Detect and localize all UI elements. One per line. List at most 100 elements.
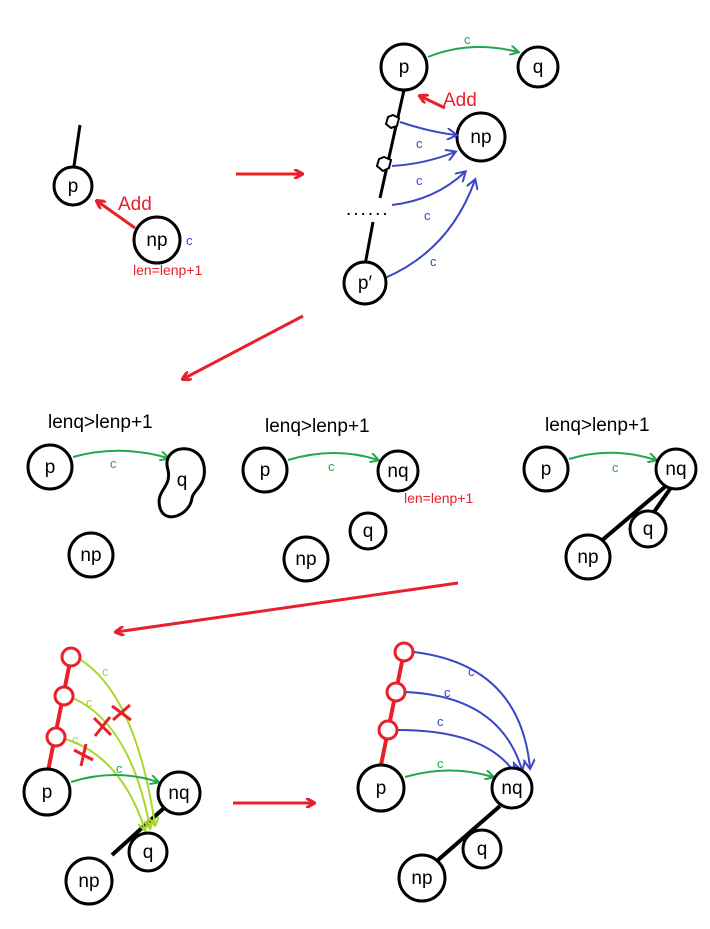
suffix-link-edge <box>652 487 672 514</box>
node-nq <box>654 447 698 491</box>
add-arrow <box>420 96 446 110</box>
panel-redirect-after: c c c p c nq q np <box>356 641 534 903</box>
node-np-label: np <box>577 547 598 568</box>
node-np-label: np <box>80 545 101 566</box>
suffix-link-edge <box>72 124 82 167</box>
transition-edge-c <box>287 452 378 460</box>
edge-label-c: c <box>116 761 123 776</box>
edge-label-c: c <box>110 456 117 471</box>
edge-label-c: c <box>468 664 475 679</box>
edge-label-c: c <box>444 685 451 700</box>
node-q-split <box>157 447 206 519</box>
node-np-label: np <box>146 230 167 251</box>
node-p <box>356 763 406 813</box>
edge-label-c: c <box>437 714 444 729</box>
node-q <box>516 45 560 89</box>
edge-label-c: c <box>416 173 423 188</box>
edge-label-c: c <box>416 136 423 151</box>
panel-extend-suffix-links: ...... p q c np Add c c c c p′ <box>342 32 560 306</box>
node-q-label: q <box>177 470 188 491</box>
node-q <box>348 511 388 551</box>
cross-mark <box>111 703 132 722</box>
chain-state <box>375 155 393 173</box>
panel-case-clone: lenq>lenp+1 p c nq len=lenp+1 q np <box>241 416 474 583</box>
suffix-link-edge <box>598 484 668 544</box>
edge-label-c: c <box>437 756 444 771</box>
chain-state <box>385 681 407 703</box>
node-np <box>67 531 115 579</box>
node-p-prime-label: p′ <box>358 273 373 294</box>
transition-edge-c <box>57 736 145 830</box>
transition-edge-c <box>384 180 475 279</box>
transition-edge-c <box>568 451 656 460</box>
len-note: len=lenp+1 <box>133 262 203 278</box>
node-np-label: np <box>295 549 316 570</box>
node-p <box>26 443 74 491</box>
node-nq <box>376 449 420 493</box>
node-q <box>127 831 169 873</box>
transition-edge-c <box>70 774 158 782</box>
node-q-label: q <box>363 521 374 542</box>
transition-edge-c <box>404 691 522 770</box>
add-label: Add <box>443 90 477 111</box>
panel-case-relink: lenq>lenp+1 p c nq q np <box>522 415 698 581</box>
ellipsis: ...... <box>346 199 390 220</box>
edge-label-c: c <box>102 664 109 679</box>
condition-heading: lenq>lenp+1 <box>265 416 370 437</box>
node-p-label: p <box>399 57 410 78</box>
transition-edge-c <box>72 449 168 458</box>
chain-state <box>53 685 75 707</box>
node-p-prime <box>342 260 388 306</box>
node-p-label: p <box>68 176 79 197</box>
add-arrow <box>97 201 136 230</box>
node-nq <box>490 766 534 810</box>
node-p-label: p <box>541 459 552 480</box>
chain-state <box>393 641 415 663</box>
suffix-chain <box>378 89 406 199</box>
condition-heading: lenq>lenp+1 <box>545 415 650 436</box>
node-q <box>461 828 503 870</box>
node-np-label: np <box>78 871 99 892</box>
edge-label-c: c <box>430 254 437 269</box>
node-np <box>282 535 330 583</box>
node-p <box>379 42 429 92</box>
node-p-label: p <box>45 457 56 478</box>
node-q-label: q <box>643 519 654 540</box>
step-arrow <box>116 581 459 632</box>
chain-state <box>45 726 67 748</box>
transition-edge-c <box>397 729 514 772</box>
edge-label-c: c <box>72 732 79 747</box>
len-note: len=lenp+1 <box>404 490 474 506</box>
condition-heading: lenq>lenp+1 <box>48 412 153 433</box>
step-arrow <box>183 314 304 379</box>
node-nq-label: nq <box>665 459 686 480</box>
node-p-label: p <box>42 782 53 803</box>
add-label: Add <box>118 194 152 215</box>
edge-label-c: c <box>612 460 619 475</box>
chain-state <box>377 719 399 741</box>
node-np <box>397 853 447 903</box>
node-p <box>241 446 289 494</box>
transition-edge-c <box>391 152 455 167</box>
edge-label-c: c <box>424 208 431 223</box>
chain-state <box>384 113 401 130</box>
node-p-label: p <box>260 460 271 481</box>
cross-mark <box>92 716 113 737</box>
suffix-chain-lower <box>363 221 375 266</box>
edge-label-c: c <box>86 695 93 710</box>
node-np-label: np <box>411 868 432 889</box>
node-np <box>64 856 114 906</box>
node-np <box>564 533 612 581</box>
node-nq-label: nq <box>168 783 189 804</box>
transition-edge-c <box>67 695 150 828</box>
edge-label-c: c <box>328 459 335 474</box>
panel-case-q: lenq>lenp+1 p c q np <box>26 412 206 579</box>
transition-edge-c <box>404 769 493 778</box>
transition-edge-c <box>399 121 456 135</box>
edge-label-c: c <box>186 233 193 248</box>
node-nq-label: nq <box>387 461 408 482</box>
node-p <box>52 165 94 207</box>
node-np <box>132 215 182 265</box>
node-np-label: np <box>470 127 491 148</box>
